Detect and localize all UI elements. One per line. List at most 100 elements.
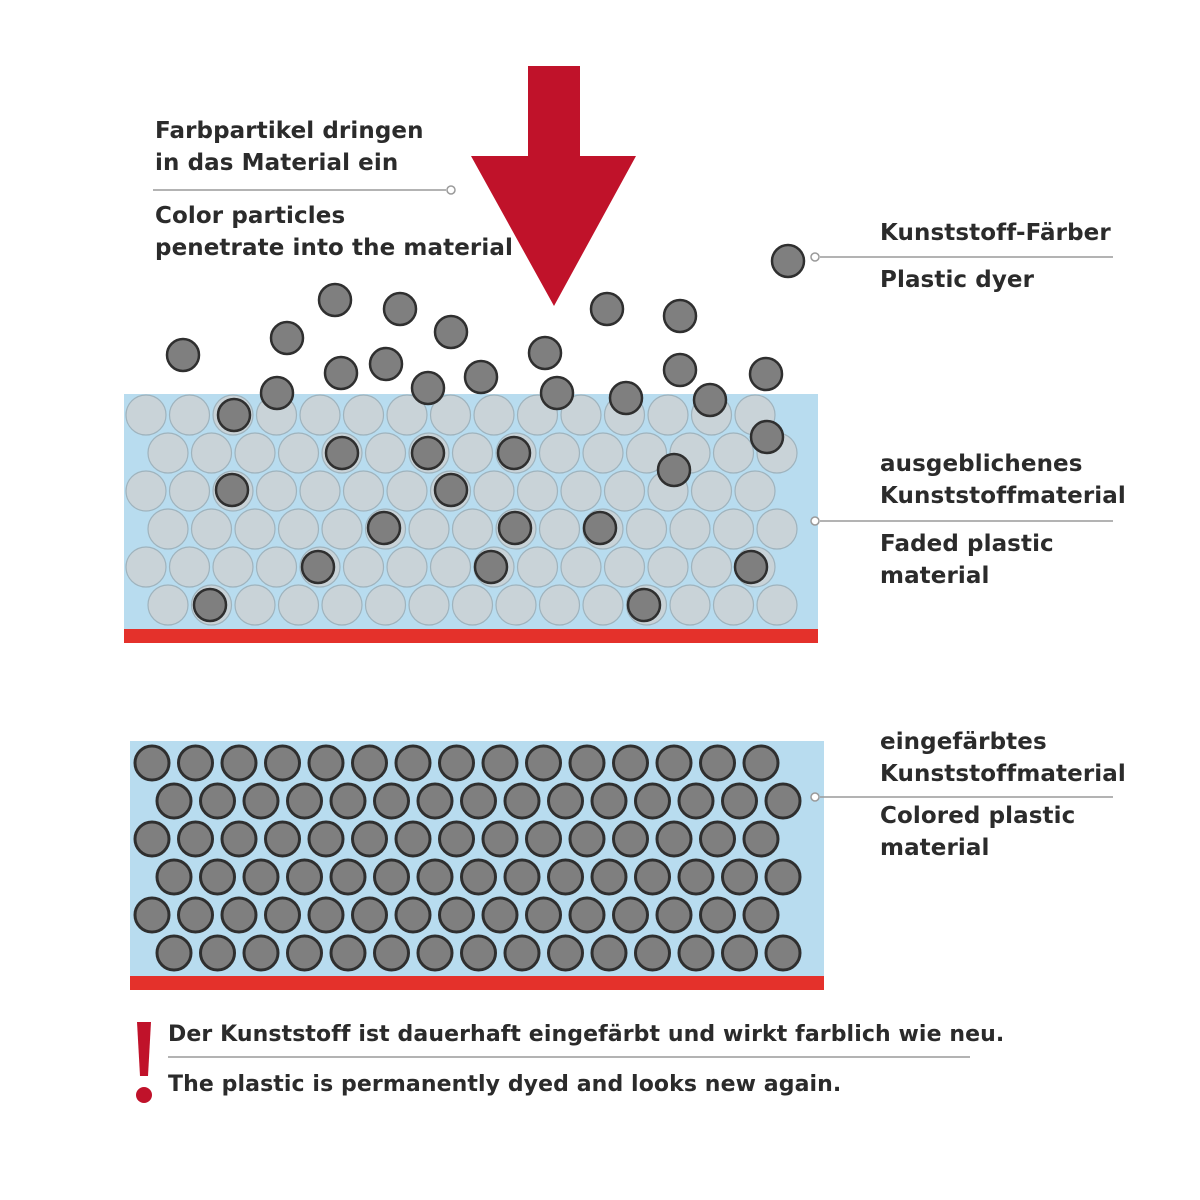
colored-particle — [721, 858, 758, 896]
colored-particle — [438, 744, 475, 782]
faded-particle — [690, 546, 733, 588]
embedded-dye-particles — [192, 397, 785, 623]
colored-particle — [286, 858, 323, 896]
faded-particle — [408, 508, 450, 550]
dye-particle — [463, 359, 499, 395]
faded-leader-dot — [810, 516, 820, 526]
colored-particle — [525, 744, 562, 782]
colored-particle — [525, 820, 562, 858]
dye-particle — [433, 314, 469, 350]
colored-particle — [155, 782, 193, 820]
faded-particle — [386, 394, 428, 436]
faded-particle — [516, 546, 559, 588]
colored-particle — [742, 820, 780, 858]
dye-particle — [214, 472, 250, 508]
faded-particle — [299, 470, 341, 512]
dye-particle — [749, 419, 785, 455]
colored-particle — [373, 934, 410, 972]
colored-particle — [590, 934, 628, 972]
dye-particle — [382, 291, 418, 327]
colored-particle — [307, 896, 345, 934]
faded-particle — [712, 508, 755, 550]
faded-particle — [538, 508, 581, 550]
faded-particle — [125, 546, 167, 588]
faded-particle — [386, 470, 428, 512]
colored-particle — [612, 744, 649, 782]
dye-particle — [733, 549, 769, 585]
colored-particle — [634, 782, 671, 820]
faded-particle — [386, 546, 428, 588]
colored-particle — [264, 744, 301, 782]
dye-particle — [323, 355, 359, 391]
faded-particle — [234, 584, 276, 626]
colored-particle — [242, 858, 280, 896]
faded-particle — [147, 584, 189, 626]
colored-particle — [351, 820, 388, 858]
faded-particle — [190, 432, 233, 474]
faded-particle — [603, 546, 646, 588]
faded-particle — [560, 394, 602, 436]
colored-particle — [242, 782, 280, 820]
faded-particle — [277, 432, 320, 474]
colored-layer-base-bar — [130, 976, 824, 990]
colored-particle — [416, 782, 454, 820]
faded-particle — [321, 584, 363, 626]
colored-particle — [220, 744, 258, 782]
faded-particle — [647, 546, 689, 588]
colored-particle — [634, 858, 671, 896]
colored-particle — [307, 820, 345, 858]
colored-particle — [764, 858, 802, 896]
dye-particle — [410, 435, 446, 471]
colored-particle — [568, 744, 606, 782]
colored-particle — [199, 934, 236, 972]
faded-particle — [473, 470, 515, 512]
colored-particle — [329, 934, 367, 972]
faded-particle — [560, 470, 602, 512]
faded-particle — [429, 546, 472, 588]
dyer-label-en: Plastic dyer — [880, 267, 1035, 293]
colored-particle — [699, 820, 736, 858]
colored-particle — [677, 934, 715, 972]
colored-particle — [547, 858, 584, 896]
colored-particle — [590, 782, 628, 820]
colored-particle — [481, 896, 519, 934]
colored-particle — [764, 934, 802, 972]
faded-particle — [168, 546, 211, 588]
penetrate-label-en: Color particles penetrate into the mater… — [155, 203, 513, 261]
faded-particle — [560, 546, 602, 588]
faded-particle — [451, 584, 494, 626]
dye-particle — [497, 510, 533, 546]
faded-particle — [299, 394, 341, 436]
colored-particle — [133, 744, 171, 782]
colored-particle — [438, 820, 475, 858]
faded-particle — [234, 432, 276, 474]
colored-particle — [394, 896, 432, 934]
penetrate-leader-dot — [446, 185, 456, 195]
faded-particle — [582, 584, 624, 626]
colored-particle — [460, 934, 497, 972]
colored-particle — [416, 858, 454, 896]
faded-particle — [473, 394, 515, 436]
dye-particle — [368, 346, 404, 382]
dye-particle — [433, 472, 469, 508]
colored-particle — [460, 782, 497, 820]
colored-particle — [764, 782, 802, 820]
dye-particle — [496, 435, 532, 471]
colored-particle — [155, 858, 193, 896]
colored-particle — [351, 744, 388, 782]
colored-label-en: Colored plastic material — [880, 803, 1076, 861]
colored-particle — [634, 934, 671, 972]
colored-particle — [460, 858, 497, 896]
faded-particle — [277, 584, 320, 626]
colored-particle — [655, 896, 693, 934]
faded-particle — [603, 470, 646, 512]
faded-label-de: ausgeblichenes Kunststoffmaterial — [880, 451, 1126, 509]
colored-particle — [699, 744, 736, 782]
dye-particle — [748, 356, 784, 392]
exclamation-icon — [136, 1022, 152, 1103]
dye-particle — [410, 370, 446, 406]
dye-particle — [216, 397, 252, 433]
colored-label-de: eingefärbtes Kunststoffmaterial — [880, 729, 1126, 787]
faded-particle — [234, 508, 276, 550]
